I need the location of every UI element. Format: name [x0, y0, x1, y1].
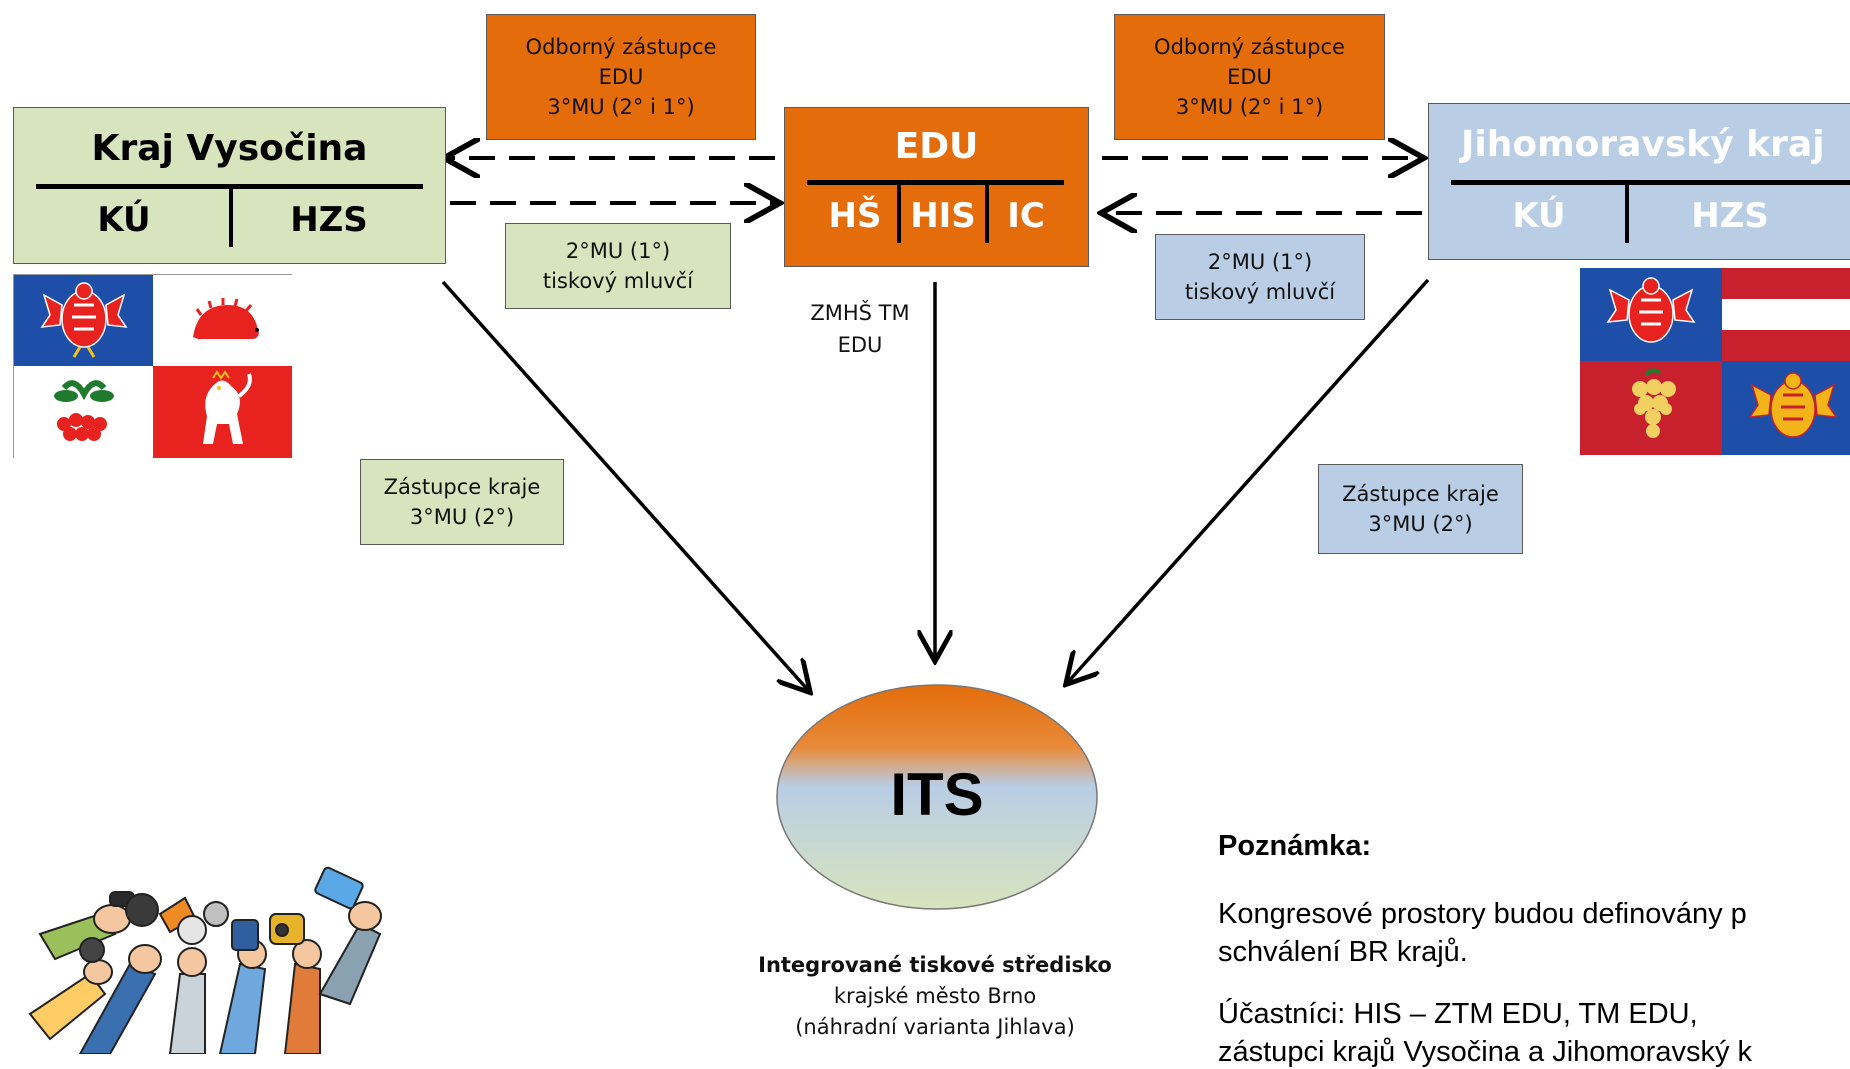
- odborny-left-line1: Odborný zástupce: [525, 35, 717, 59]
- note-line1: Kongresové prostory budou definovány p: [1218, 898, 1747, 930]
- vysocina-divider-h: [36, 184, 423, 189]
- its-ellipse: [776, 684, 1098, 910]
- edu-title: EDU: [894, 126, 979, 167]
- zastupce-right-line2: 3°MU (2°): [1368, 512, 1473, 536]
- arrow-jihomoravsky-to-its: [1068, 278, 1430, 682]
- note-line3: Účastníci: HIS – ZTM EDU, TM EDU,: [1218, 998, 1698, 1030]
- jihomoravsky-title: Jihomoravský kraj: [1461, 124, 1825, 165]
- note-heading: Poznámka:: [1218, 830, 1372, 862]
- edu-hs: HŠ: [828, 196, 882, 236]
- vysocina-flag-icon: [13, 274, 292, 458]
- vysocina-hzs: HZS: [290, 200, 368, 240]
- jihomoravsky-divider-h: [1451, 180, 1850, 185]
- odborny-left-line2: EDU: [598, 65, 644, 89]
- mluvci-right-line1: 2°MU (1°): [1207, 250, 1313, 274]
- jihomoravsky-divider-v: [1625, 185, 1629, 243]
- zastupce-left-line1: Zástupce kraje: [383, 475, 541, 499]
- mluvci-right-box: 2°MU (1°) tiskový mluvčí: [1155, 234, 1365, 320]
- edu-region-box: EDU HŠ HIS IC: [784, 107, 1089, 267]
- note-line2: schválení BR krajů.: [1218, 936, 1468, 968]
- center-arrow-line2: EDU: [837, 333, 883, 357]
- its-caption-line2: krajské město Brno: [833, 984, 1037, 1008]
- mluvci-right-line2: tiskový mluvčí: [1184, 280, 1336, 304]
- mluvci-left-line2: tiskový mluvčí: [542, 269, 694, 293]
- jihomoravsky-hzs: HZS: [1691, 196, 1769, 236]
- jihomoravsky-ku: KÚ: [1512, 196, 1566, 236]
- zastupce-right-box: Zástupce kraje 3°MU (2°): [1318, 464, 1523, 554]
- odborny-zastupce-right-box: Odborný zástupce EDU 3°MU (2° i 1°): [1114, 14, 1385, 140]
- odborny-left-line3: 3°MU (2° i 1°): [547, 95, 695, 119]
- vysocina-title: Kraj Vysočina: [91, 128, 368, 169]
- zastupce-left-line2: 3°MU (2°): [409, 505, 515, 529]
- its-caption: Integrované tiskové středisko krajské mě…: [740, 950, 1130, 1043]
- center-arrow-label: ZMHŠ TM EDU: [800, 296, 920, 362]
- zastupce-right-line1: Zástupce kraje: [1342, 482, 1499, 506]
- zastupce-left-box: Zástupce kraje 3°MU (2°): [360, 459, 564, 545]
- edu-divider-v1: [897, 185, 901, 243]
- odborny-right-line3: 3°MU (2° i 1°): [1175, 95, 1324, 119]
- mluvci-left-box: 2°MU (1°) tiskový mluvčí: [505, 223, 731, 309]
- edu-divider-h: [807, 180, 1064, 185]
- its-caption-bold: Integrované tiskové středisko: [758, 953, 1112, 977]
- edu-ic: IC: [1007, 196, 1045, 236]
- edu-divider-v2: [985, 185, 989, 243]
- odborny-right-line2: EDU: [1227, 65, 1272, 89]
- vysocina-divider-v: [229, 189, 233, 247]
- note-line4: zástupci krajů Vysočina a Jihomoravský k: [1218, 1036, 1753, 1068]
- its-caption-line3: (náhradní varianta Jihlava): [795, 1015, 1075, 1039]
- arrow-vysocina-to-its: [441, 280, 808, 690]
- odborny-right-line1: Odborný zástupce: [1154, 35, 1345, 59]
- press-microphones-icon: [28, 866, 382, 1054]
- edu-his: HIS: [910, 196, 976, 236]
- its-title: ITS: [890, 761, 984, 828]
- jihomoravsky-flag-icon: [1580, 268, 1850, 455]
- odborny-zastupce-left-box: Odborný zástupce EDU 3°MU (2° i 1°): [486, 14, 756, 140]
- vysocina-region-box: Kraj Vysočina KÚ HZS: [13, 107, 446, 264]
- center-arrow-line1: ZMHŠ TM: [810, 301, 910, 325]
- mluvci-left-line1: 2°MU (1°): [565, 239, 671, 263]
- vysocina-ku: KÚ: [97, 200, 151, 240]
- jihomoravsky-region-box: Jihomoravský kraj KÚ HZS: [1428, 103, 1850, 260]
